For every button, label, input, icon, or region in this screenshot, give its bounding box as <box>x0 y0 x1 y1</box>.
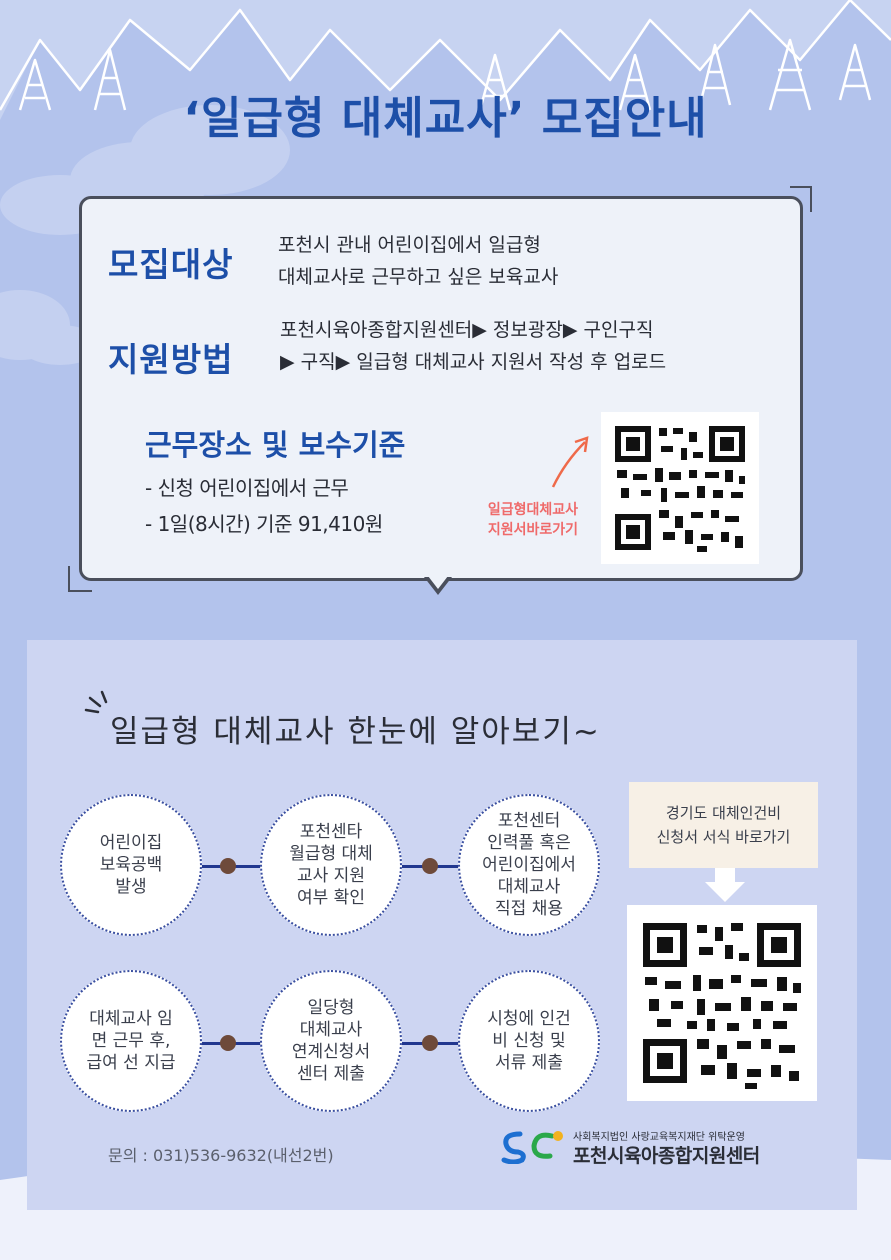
step-text: 포천센터 인력풀 혹은 어린이집에서 대체교사 직접 채용 <box>482 811 576 919</box>
pay-line: - 1일(8시간) 기준 91,410원 <box>145 512 383 536</box>
step-circle: 포천센터 인력풀 혹은 어린이집에서 대체교사 직접 채용 <box>458 794 600 936</box>
connector-dot <box>422 858 438 874</box>
contact-info: 문의 : 031)536-9632(내선2번) <box>108 1146 334 1165</box>
workplace-heading: 근무장소 및 보수기준 <box>145 428 406 462</box>
connector-dot <box>220 858 236 874</box>
overview-title: 일급형 대체교사 한눈에 알아보기~ <box>110 714 601 750</box>
qr-code-apply[interactable] <box>601 412 759 564</box>
workplace-line: - 신청 어린이집에서 근무 <box>145 476 349 500</box>
qr-apply-label: 일급형대체교사 지원서바로가기 <box>458 500 608 540</box>
page-title: ‘일급형 대체교사’ 모집안내 <box>183 93 708 144</box>
target-line: 포천시 관내 어린이집에서 일급형 <box>278 234 541 256</box>
step-text: 어린이집 보육공백 발생 <box>99 833 163 897</box>
step-circle: 대체교사 임 면 근무 후, 급여 선 지급 <box>60 970 202 1112</box>
step-text: 대체교사 임 면 근무 후, 급여 선 지급 <box>86 1009 176 1073</box>
sparkle-icon <box>84 690 108 714</box>
step-circle: 포천센타 월급형 대체 교사 지원 여부 확인 <box>260 794 402 936</box>
method-line: ▶ 구직▶ 일급형 대체교사 지원서 작성 후 업로드 <box>280 351 667 373</box>
target-heading: 모집대상 <box>108 245 234 284</box>
connector-dot <box>220 1035 236 1051</box>
qr-label-line: 지원서바로가기 <box>487 522 579 538</box>
panel-corner-accent <box>68 566 92 592</box>
method-description: 포천시육아종합지원센터▶ 정보광장▶ 구인구직 ▶ 구직▶ 일급형 대체교사 지… <box>280 314 666 378</box>
method-line: 포천시육아종합지원센터▶ 정보광장▶ 구인구직 <box>280 319 654 341</box>
arrow-icon <box>551 436 589 488</box>
step-circle: 일당형 대체교사 연계신청서 센터 제출 <box>260 970 402 1112</box>
form-link-text: 경기도 대체인건비 신청서 서식 바로가기 <box>656 804 791 846</box>
step-text: 시청에 인건 비 신청 및 서류 제출 <box>487 1009 571 1073</box>
method-heading: 지원방법 <box>108 340 234 379</box>
qr-code-form[interactable] <box>627 905 817 1101</box>
form-link-note[interactable]: 경기도 대체인건비 신청서 서식 바로가기 <box>629 782 818 868</box>
target-line: 대체교사로 근무하고 싶은 보육교사 <box>278 266 559 288</box>
step-text: 일당형 대체교사 연계신청서 센터 제출 <box>291 998 371 1084</box>
center-logo-icon <box>501 1131 563 1164</box>
panel-corner-accent <box>790 186 812 212</box>
panel-tail-inner <box>428 576 448 589</box>
connector-dot <box>422 1035 438 1051</box>
org-name: 포천시육아종합지원센터 <box>573 1145 760 1167</box>
org-operator: 사회복지법인 사랑교육복지재단 위탁운영 <box>573 1132 745 1143</box>
step-circle: 어린이집 보육공백 발생 <box>60 794 202 936</box>
down-arrow-icon <box>705 868 745 902</box>
step-text: 포천센타 월급형 대체 교사 지원 여부 확인 <box>289 822 373 908</box>
step-circle: 시청에 인건 비 신청 및 서류 제출 <box>458 970 600 1112</box>
target-description: 포천시 관내 어린이집에서 일급형 대체교사로 근무하고 싶은 보육교사 <box>278 229 558 293</box>
qr-code-icon <box>643 923 801 1089</box>
qr-label-line: 일급형대체교사 <box>487 502 579 518</box>
qr-code-icon <box>615 426 745 552</box>
